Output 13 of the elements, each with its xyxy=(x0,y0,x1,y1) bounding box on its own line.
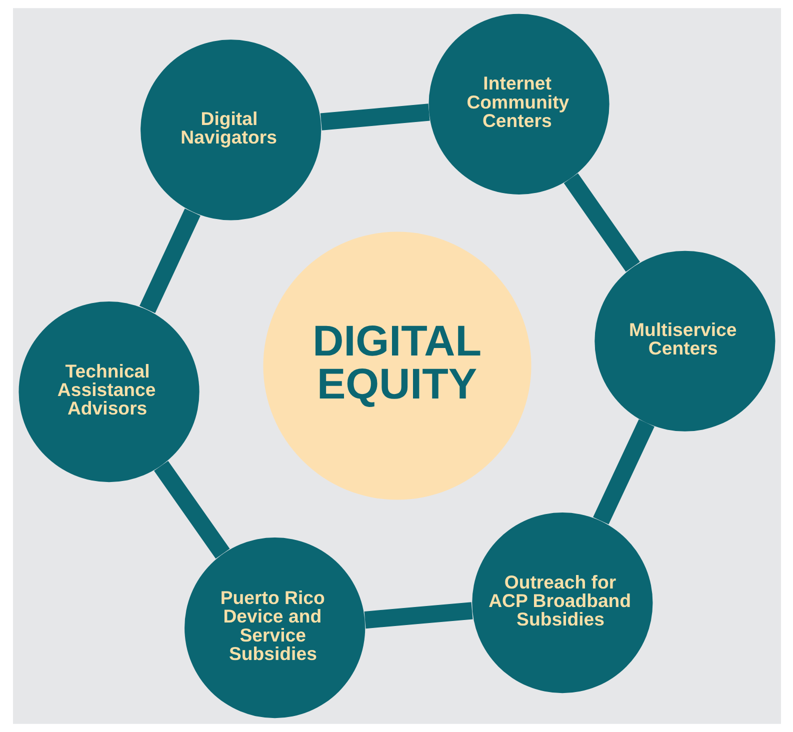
connector xyxy=(364,602,472,629)
node-circle: Multiservice Centers xyxy=(594,250,775,432)
connector xyxy=(320,104,430,130)
node-circle: Outreach for ACP Broadband Subsidies xyxy=(472,512,652,694)
connector xyxy=(139,208,200,314)
node-circle: Digital Navigators xyxy=(140,40,321,220)
node-circle: Technical Assistance Advisors xyxy=(18,302,199,482)
connector xyxy=(592,419,654,524)
connector xyxy=(154,460,230,559)
node-circle: DIGITAL EQUITY xyxy=(262,232,531,500)
connector xyxy=(563,173,640,272)
node-circle: Puerto Rico Device and Service Subsidies xyxy=(184,538,365,718)
node-circle: Internet Community Centers xyxy=(428,14,609,194)
